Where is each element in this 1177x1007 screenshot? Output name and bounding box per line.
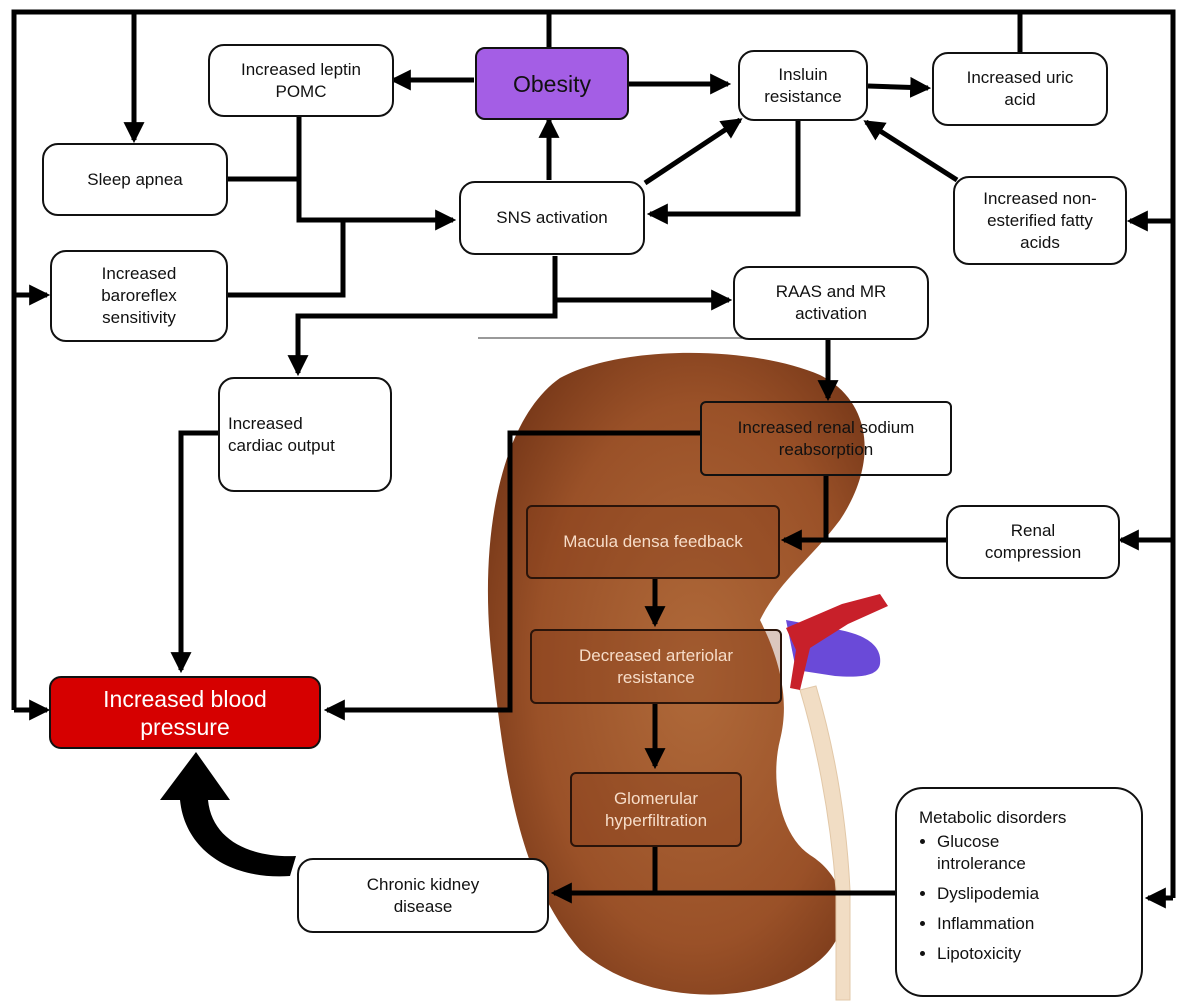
raas-mr-label: RAAS and MR activation — [775, 282, 887, 323]
raas-mr-node: RAAS and MR activation — [733, 266, 929, 340]
renal-compression-node: Renal compression — [946, 505, 1120, 579]
insulin-resistance-node: Insluin resistance — [738, 50, 868, 121]
insulin-to-sns-arrow — [646, 120, 801, 225]
sodium-to-bp-arrow — [323, 430, 700, 721]
metabolic-disorders-list: Glucose introleranceDyslipodemiaInflamma… — [919, 831, 1039, 973]
leptin-to-sns-arrow — [296, 117, 457, 231]
baroreflex-node: Increased baroreflex sensitivity — [50, 250, 228, 342]
renal-compression-label: Renal compression — [984, 521, 1082, 562]
sns-activation-node: SNS activation — [459, 181, 645, 255]
cardiac-output-label: Increased cardiac output — [228, 413, 335, 455]
uric-acid-node: Increased uric acid — [932, 52, 1108, 126]
ckd-to-bp-curved-arrow — [160, 752, 296, 877]
arteriolar-resistance-label: Decreased arteriolar resistance — [578, 645, 733, 687]
sleep-apnea-label: Sleep apnea — [87, 169, 183, 189]
leptin-pomc-label: Increased leptin POMC — [240, 59, 362, 101]
obesity-label: Obesity — [513, 70, 591, 97]
nefa-label: Increased non- esterified fatty acids — [983, 188, 1097, 252]
leptin-pomc-node: Increased leptin POMC — [208, 44, 394, 117]
metabolic-disorders-title: Metabolic disorders — [919, 808, 1067, 827]
sns-activation-label: SNS activation — [496, 208, 608, 227]
arteriolar-resistance-node: Decreased arteriolar resistance — [530, 629, 782, 704]
cardiac-to-bp-arrow — [170, 430, 218, 674]
blood-pressure-node: Increased blood pressure — [49, 676, 321, 749]
renal-artery — [786, 594, 888, 690]
macula-densa-label: Macula densa feedback — [563, 532, 743, 551]
sleep-apnea-node: Sleep apnea — [42, 143, 228, 216]
metabolic-item: Inflammation — [937, 913, 1039, 935]
ureter — [799, 685, 851, 1001]
baroreflex-to-sns-line — [228, 220, 346, 298]
metabolic-item: Glucose introlerance — [937, 831, 1039, 875]
renal-sodium-label: Increased renal sodium reabsorption — [737, 417, 915, 459]
macula-densa-node: Macula densa feedback — [526, 505, 780, 579]
cardiac-output-node: Increased cardiac output — [218, 377, 392, 492]
uric-acid-label: Increased uric acid — [966, 68, 1074, 109]
insulin-resistance-label: Insluin resistance — [764, 64, 842, 106]
ckd-label: Chronic kidney disease — [366, 874, 480, 916]
insulin-to-uric-arrow — [867, 76, 932, 98]
sns-to-insulin-arrow — [643, 117, 743, 186]
nefa-to-insulin-arrow — [863, 119, 959, 183]
glomerular-hyperfiltration-label: Glomerular hyperfiltration — [604, 788, 708, 830]
metabolic-item: Dyslipodemia — [937, 883, 1039, 905]
glomerular-hyperfiltration-node: Glomerular hyperfiltration — [570, 772, 742, 847]
metabolic-item: Lipotoxicity — [937, 943, 1039, 965]
metabolic-disorders-node: Metabolic disorders Glucose introlerance… — [895, 787, 1143, 997]
obesity-node: Obesity — [475, 47, 629, 120]
sns-to-raas-arrow — [552, 256, 733, 311]
baroreflex-label: Increased baroreflex sensitivity — [101, 264, 177, 327]
sns-to-cardiac-arrow — [287, 300, 558, 377]
renal-sodium-node: Increased renal sodium reabsorption — [700, 401, 952, 476]
connector-lines — [11, 9, 1176, 909]
ckd-node: Chronic kidney disease — [297, 858, 549, 933]
kidney-illustration — [487, 352, 865, 995]
nefa-node: Increased non- esterified fatty acids — [953, 176, 1127, 265]
top-loop-line — [11, 9, 1176, 898]
blood-pressure-label: Increased blood pressure — [103, 685, 267, 740]
